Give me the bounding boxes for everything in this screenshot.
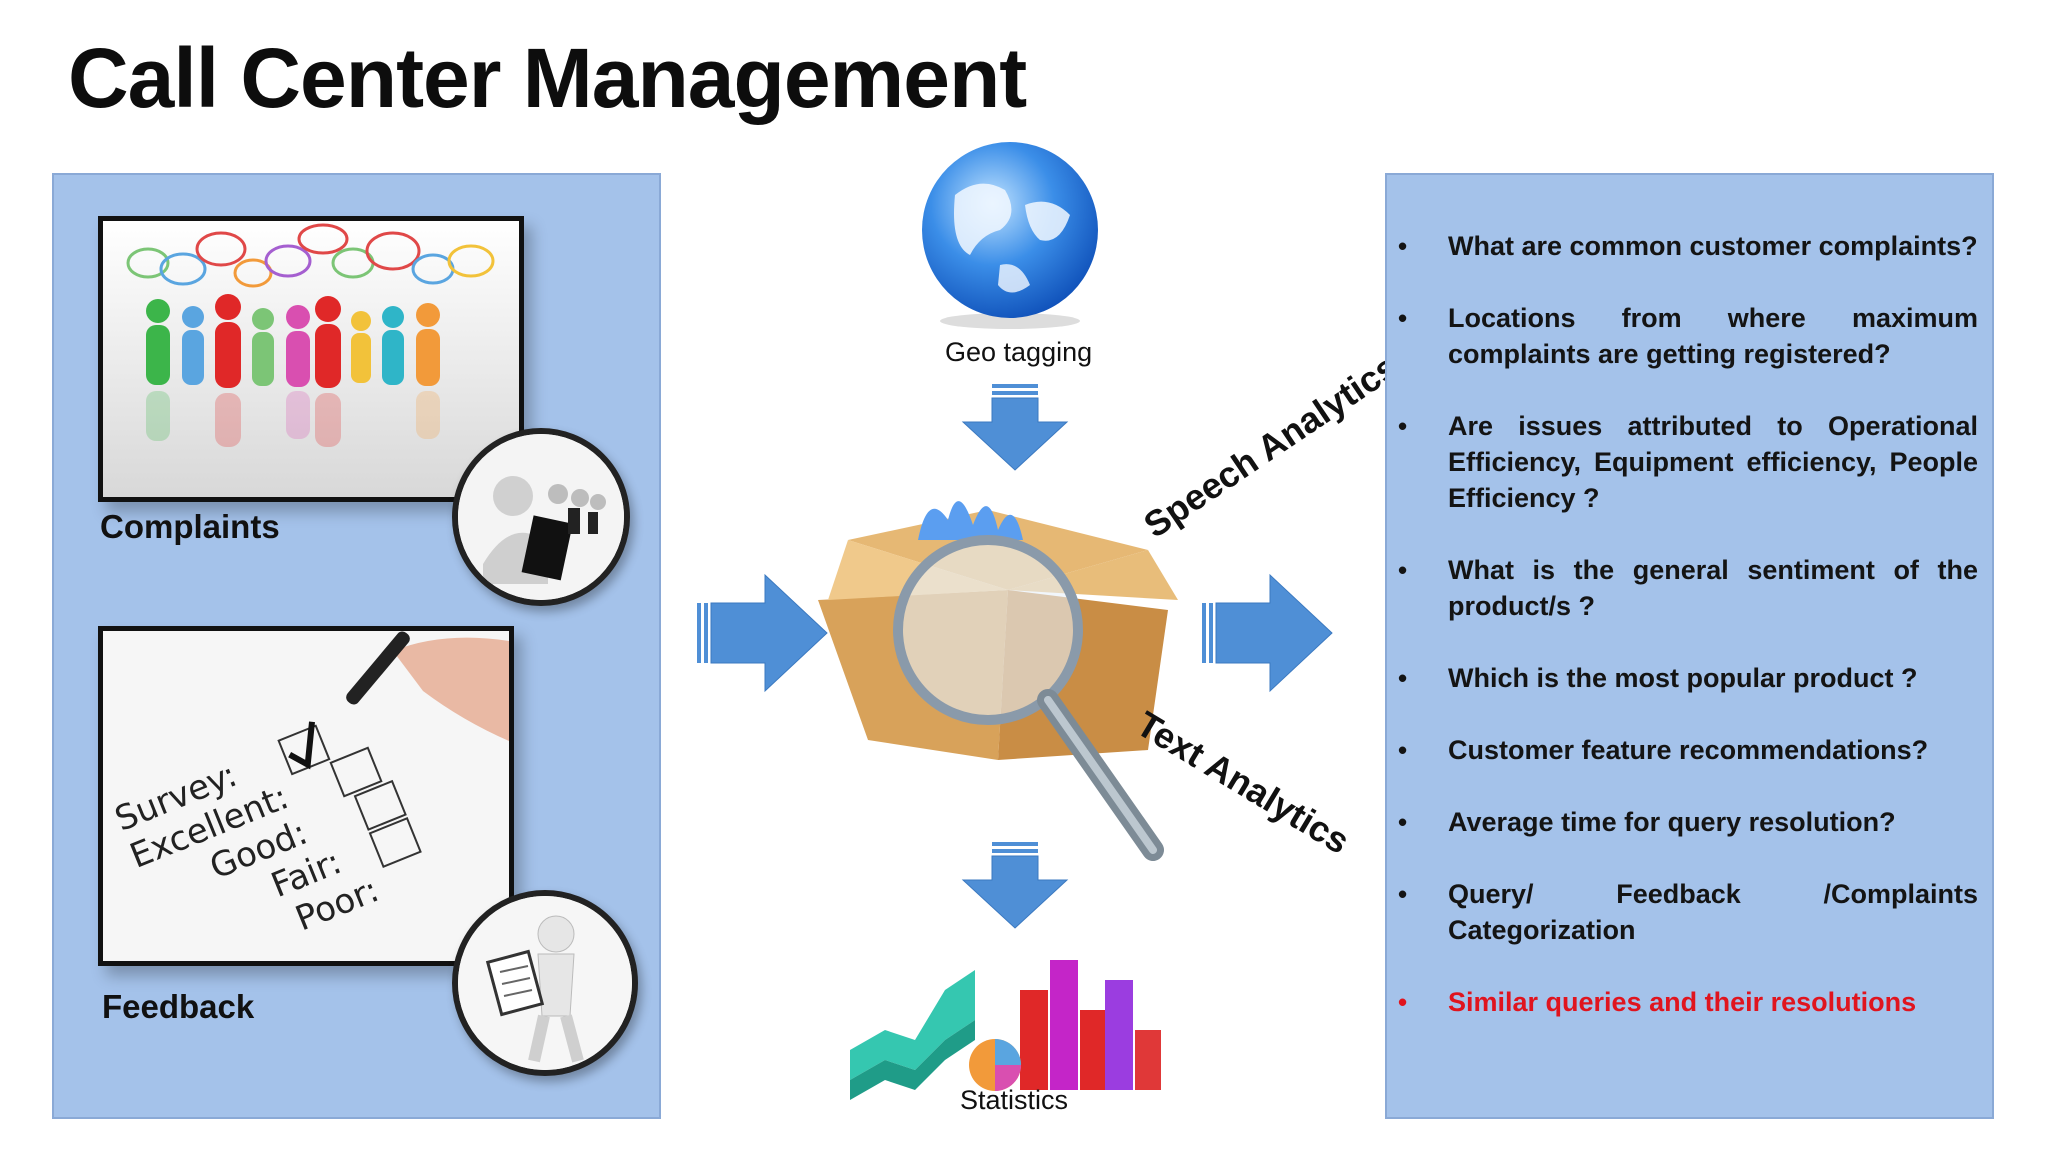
call-center-agents-icon	[452, 428, 630, 606]
right-arrow-icon	[1202, 573, 1333, 693]
person-clipboard-icon	[452, 890, 638, 1076]
globe-icon	[910, 135, 1110, 335]
question-item: Customer feature recommendations?	[1398, 732, 1978, 768]
question-item: Which is the most popular product ?	[1398, 660, 1978, 696]
question-item: Query/ Feedback /Complaints Categorizati…	[1398, 876, 1978, 948]
people-speech-bubbles-icon	[103, 221, 519, 497]
statistics-chart-icon	[845, 930, 1165, 1110]
page-title: Call Center Management	[68, 31, 1027, 125]
question-item: What is the general sentiment of the pro…	[1398, 552, 1978, 624]
question-item: Average time for query resolution?	[1398, 804, 1978, 840]
complaints-image	[98, 216, 524, 502]
right-arrow-icon	[697, 573, 828, 693]
speech-analytics-label: Speech Analytics	[1136, 345, 1406, 546]
statistics-label: Statistics	[960, 1085, 1069, 1115]
question-item: Locations from where maximum complaints …	[1398, 300, 1978, 372]
down-arrow-icon	[961, 384, 1069, 471]
pen-hand-icon	[346, 631, 509, 741]
question-item: Are issues attributed to Operational Eff…	[1398, 408, 1978, 516]
complaints-label: Complaints	[100, 508, 280, 545]
magnifier-box-icon	[808, 480, 1188, 890]
feedback-label: Feedback	[102, 988, 255, 1025]
question-item: What are common customer complaints?	[1398, 228, 1978, 264]
questions-list: What are common customer complaints? Loc…	[1398, 228, 1978, 1056]
geo-tagging-label: Geo tagging	[945, 337, 1093, 367]
down-arrow-icon	[961, 842, 1069, 929]
question-item-highlighted: Similar queries and their resolutions	[1398, 984, 1978, 1020]
feedback-survey-image: Survey: Excellent: Good: Fair: Poor:	[98, 626, 514, 966]
